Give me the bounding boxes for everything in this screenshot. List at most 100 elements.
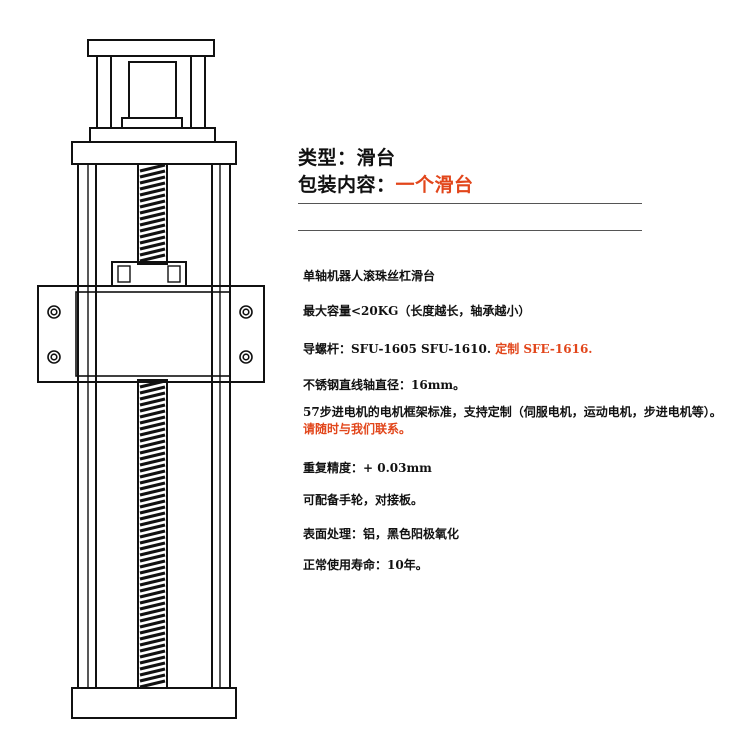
top-end-block <box>71 141 237 165</box>
spec-motor: 57步进电机的电机框架标准，支持定制（伺服电机，运动电机，步进电机等）。请随时与… <box>303 404 723 438</box>
spec-surface: 表面处理：铝，黑色阳极氧化 <box>303 527 460 541</box>
bottom-end-block <box>71 687 237 719</box>
screw-thread <box>139 379 166 389</box>
screw-thread <box>139 469 166 479</box>
screw-thread <box>139 529 166 539</box>
motor-coupler <box>121 117 183 129</box>
screw-custom: 定制 SFE-1616. <box>495 342 593 356</box>
screw-thread <box>139 481 166 491</box>
screw-thread <box>139 505 166 515</box>
spec-lead-screw: 导螺杆：SFU-1605 SFU-1610. 定制 SFE-1616. <box>303 341 723 358</box>
screw-thread <box>139 571 166 581</box>
screw-thread <box>139 625 166 635</box>
screw-thread <box>139 643 166 653</box>
screw-thread <box>139 403 166 413</box>
bolt-icon <box>239 305 253 319</box>
screw-thread <box>139 217 166 227</box>
motor-contact: 请随时与我们联系。 <box>303 422 412 436</box>
motor-left-post <box>96 55 112 129</box>
screw-thread <box>139 499 166 509</box>
screw-thread <box>139 175 166 185</box>
screw-thread <box>139 457 166 467</box>
screw-thread <box>139 451 166 461</box>
divider-top <box>298 203 642 204</box>
screw-thread <box>139 223 166 233</box>
motor-right-post <box>190 55 206 129</box>
screw-thread <box>139 187 166 197</box>
spec-capacity: 最大容量<20KG（长度越长，轴承越小） <box>303 304 531 318</box>
screw-thread <box>139 229 166 239</box>
screw-thread <box>139 445 166 455</box>
package-label: 包装内容： <box>298 174 396 196</box>
motor-top-plate <box>87 39 215 57</box>
screw-thread <box>139 673 166 683</box>
screw-thread <box>139 589 166 599</box>
type-value: 滑台 <box>356 147 396 169</box>
screw-thread <box>139 649 166 659</box>
product-type: 类型：滑台 <box>298 143 396 170</box>
package-contents: 包装内容：一个滑台 <box>298 170 474 197</box>
divider-bottom <box>298 230 642 231</box>
screw-thread <box>139 463 166 473</box>
screw-thread <box>139 199 166 209</box>
screw-thread <box>139 637 166 647</box>
screw-thread <box>139 439 166 449</box>
carriage-plate <box>37 285 265 383</box>
screw-thread <box>139 601 166 611</box>
screw-thread <box>139 235 166 245</box>
screw-thread <box>139 241 166 251</box>
screw-thread <box>139 433 166 443</box>
screw-thread <box>139 565 166 575</box>
screw-thread <box>139 163 166 173</box>
bolt-icon <box>239 350 253 364</box>
screw-thread <box>139 679 166 689</box>
spec-lifespan: 正常使用寿命：10年。 <box>303 558 428 572</box>
screw-thread <box>139 655 166 665</box>
screw-thread <box>139 181 166 191</box>
screw-thread <box>139 631 166 641</box>
screw-thread <box>139 193 166 203</box>
type-label: 类型： <box>298 147 357 169</box>
screw-thread <box>139 595 166 605</box>
screw-thread <box>139 385 166 395</box>
screw-thread <box>139 541 166 551</box>
bolt-icon <box>47 305 61 319</box>
screw-thread <box>139 613 166 623</box>
spec-precision: 重复精度：+ 0.03mm <box>303 461 432 475</box>
screw-thread <box>139 421 166 431</box>
screw-thread <box>139 409 166 419</box>
spec-handwheel: 可配备手轮，对接板。 <box>303 493 424 507</box>
slide-table-drawing <box>37 39 265 719</box>
screw-thread <box>139 205 166 215</box>
motor-base <box>89 127 216 143</box>
motor-main: 57步进电机的电机框架标准，支持定制（伺服电机，运动电机，步进电机等）。 <box>303 405 722 419</box>
screw-thread <box>139 547 166 557</box>
bolt-icon <box>47 350 61 364</box>
screw-thread <box>139 253 166 263</box>
screw-thread <box>139 397 166 407</box>
screw-thread <box>139 619 166 629</box>
screw-thread <box>139 577 166 587</box>
screw-thread <box>139 523 166 533</box>
screw-thread <box>139 493 166 503</box>
screw-thread <box>139 487 166 497</box>
screw-label: 导螺杆：SFU-1605 SFU-1610. <box>303 342 491 356</box>
screw-thread <box>139 553 166 563</box>
spec-shaft: 不锈钢直线轴直径：16mm。 <box>303 378 466 392</box>
screw-thread <box>139 169 166 179</box>
screw-thread <box>139 559 166 569</box>
screw-thread <box>139 415 166 425</box>
screw-thread <box>139 211 166 221</box>
screw-thread <box>139 517 166 527</box>
lead-screw-upper <box>137 163 168 265</box>
motor-body <box>128 61 177 119</box>
screw-thread <box>139 391 166 401</box>
screw-thread <box>139 661 166 671</box>
screw-thread <box>139 427 166 437</box>
screw-thread <box>139 667 166 677</box>
screw-thread <box>139 583 166 593</box>
spec-title: 单轴机器人滚珠丝杠滑台 <box>303 269 436 283</box>
screw-thread <box>139 535 166 545</box>
screw-thread <box>139 607 166 617</box>
package-value: 一个滑台 <box>395 174 474 196</box>
